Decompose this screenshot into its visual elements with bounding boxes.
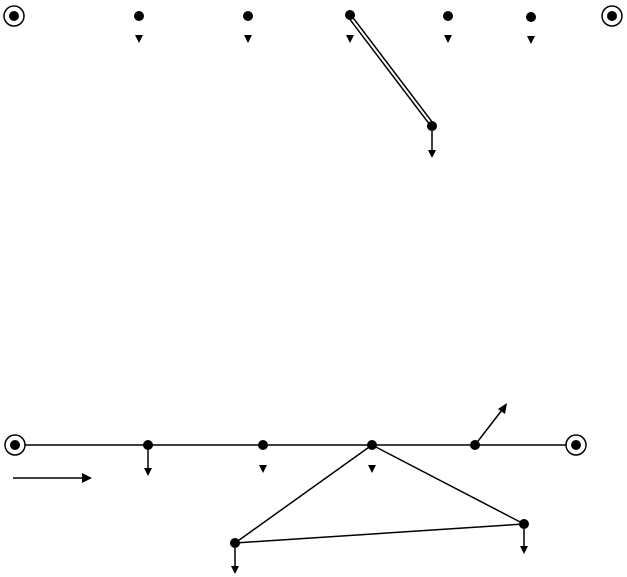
node-b1 bbox=[143, 440, 153, 450]
load-arrow-b4 bbox=[474, 403, 507, 446]
node-b5 bbox=[230, 538, 240, 548]
load-arrow-b3 bbox=[368, 465, 376, 473]
source-node-bottom-left bbox=[4, 434, 26, 456]
source-node-top-right bbox=[601, 5, 623, 27]
load-arrow-b5 bbox=[231, 548, 239, 574]
load-arrow-b1 bbox=[144, 450, 152, 476]
node-t1 bbox=[134, 11, 144, 21]
node-t6 bbox=[427, 121, 437, 131]
source-node-bottom-right bbox=[565, 434, 587, 456]
load-arrow-t4 bbox=[444, 35, 452, 43]
node-t5 bbox=[526, 12, 536, 22]
top-network bbox=[3, 5, 623, 158]
load-arrow-b6 bbox=[520, 529, 528, 554]
flow-direction-arrow bbox=[13, 473, 92, 483]
load-arrow-t2 bbox=[244, 35, 252, 43]
edge-b3-b6 bbox=[371, 444, 525, 525]
load-arrow-b2 bbox=[259, 465, 267, 473]
source-node-top-left bbox=[3, 5, 25, 27]
edge-b5-b6 bbox=[234, 523, 525, 544]
load-arrow-t5 bbox=[527, 36, 535, 44]
node-t2 bbox=[243, 11, 253, 21]
node-b3 bbox=[367, 440, 377, 450]
edge-t3-t6-double bbox=[346, 12, 435, 128]
load-arrow-t1 bbox=[135, 35, 143, 43]
node-t3 bbox=[345, 10, 355, 20]
node-t4 bbox=[443, 11, 453, 21]
bottom-network bbox=[4, 403, 587, 574]
node-b6 bbox=[519, 519, 529, 529]
load-arrow-t3 bbox=[346, 35, 354, 43]
load-arrow-t6 bbox=[428, 131, 436, 158]
edge-b3-b5 bbox=[234, 444, 373, 544]
node-b2 bbox=[258, 440, 268, 450]
